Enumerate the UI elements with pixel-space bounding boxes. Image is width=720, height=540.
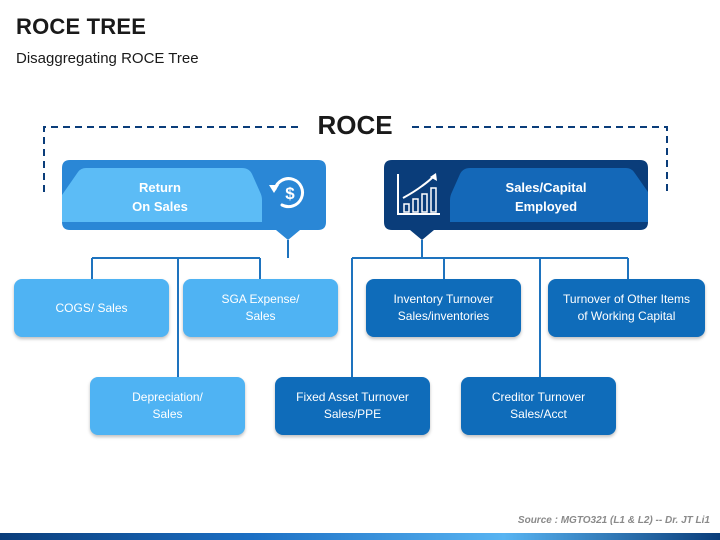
category-banner-left xyxy=(62,160,326,240)
node-sga-line1: SGA Expense/ xyxy=(221,292,300,306)
node-fixed-asset-line1: Fixed Asset Turnover xyxy=(296,390,409,404)
node-other-items-turnover: Turnover of Other Items of Working Capita… xyxy=(548,279,705,337)
node-sga-line2: Sales xyxy=(245,309,276,323)
connectors xyxy=(91,240,629,378)
node-depreciation-line1: Depreciation/ xyxy=(132,390,203,404)
node-cogs-line1: COGS/ Sales xyxy=(55,300,128,315)
category-right-line1: Sales/Capital xyxy=(505,180,587,195)
category-banner-right xyxy=(384,160,648,240)
node-sga-expense-sales: SGA Expense/Sales xyxy=(183,279,338,337)
node-other-items-line2: of Working Capital xyxy=(577,309,676,323)
slide-subtitle: Disaggregating ROCE Tree xyxy=(16,50,199,67)
slide-title: ROCE TREE xyxy=(16,14,147,39)
root-label: ROCE xyxy=(300,110,410,141)
svg-text:$: $ xyxy=(285,184,295,203)
category-label-return-on-sales: Return On Sales xyxy=(80,176,240,218)
dollar-refresh-icon: $ xyxy=(269,177,304,209)
category-left-line2: On Sales xyxy=(132,199,188,214)
dashed-bracket xyxy=(43,126,668,192)
node-depreciation-line2: Sales xyxy=(152,407,183,421)
node-other-items-line1: Turnover of Other Items xyxy=(563,292,690,306)
node-inventory-line1: Inventory Turnover xyxy=(393,292,494,306)
node-creditor-line2: Sales/Acct xyxy=(510,407,567,421)
growth-chart-icon xyxy=(397,173,440,215)
category-left-line1: Return xyxy=(139,180,181,195)
source-citation: Source : MGTO321 (L1 & L2) -- Dr. JT Li1 xyxy=(517,515,710,526)
category-right-line2: Employed xyxy=(514,199,578,214)
node-creditor-line1: Creditor Turnover xyxy=(491,390,586,404)
node-inventory-line2: Sales/inventories xyxy=(397,309,490,323)
node-fixed-asset-line2: Sales/PPE xyxy=(323,407,382,421)
bottom-accent-bar xyxy=(0,533,720,540)
node-cogs-sales: COGS/ Sales xyxy=(14,279,169,337)
node-depreciation-sales: Depreciation/Sales xyxy=(90,377,245,435)
